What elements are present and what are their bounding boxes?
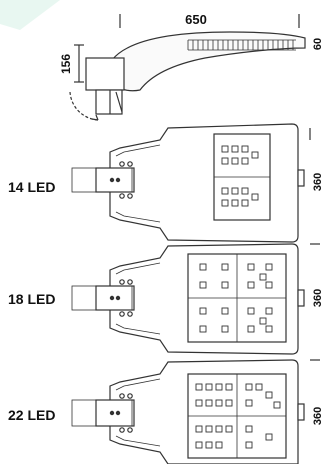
profile-body: [111, 31, 306, 92]
side-clip: [297, 403, 305, 421]
variant-22-led: [71, 359, 320, 464]
bracket: [95, 285, 135, 311]
led-cells: [199, 263, 273, 333]
side-clip: [297, 289, 305, 307]
dim-650-label: 650: [185, 12, 207, 27]
led-cells: [195, 383, 281, 449]
corner-accent: [0, 0, 60, 30]
mount-inner: [95, 89, 123, 115]
variant-label-18: 18 LED: [8, 291, 55, 307]
dim-width-top-label: 60: [312, 38, 321, 50]
side-clip: [297, 169, 305, 187]
dim-width-label-2: 360: [312, 289, 321, 307]
variant-label-22: 22 LED: [8, 407, 55, 423]
mount-block: [85, 57, 125, 91]
dim-width-label-3: 360: [312, 407, 321, 425]
housing-inner: [115, 144, 161, 157]
tilt-arc: [69, 91, 99, 121]
dim-width-label-1: 360: [312, 173, 321, 191]
side-view: [69, 14, 306, 121]
bracket: [95, 167, 135, 193]
bracket: [95, 399, 135, 427]
variant-18-led: [71, 243, 320, 355]
dim-156-label: 156: [59, 54, 73, 74]
variant-14-led: [71, 123, 311, 243]
led-cells: [221, 145, 259, 207]
profile-fins: [187, 39, 296, 51]
variant-label-14: 14 LED: [8, 179, 55, 195]
